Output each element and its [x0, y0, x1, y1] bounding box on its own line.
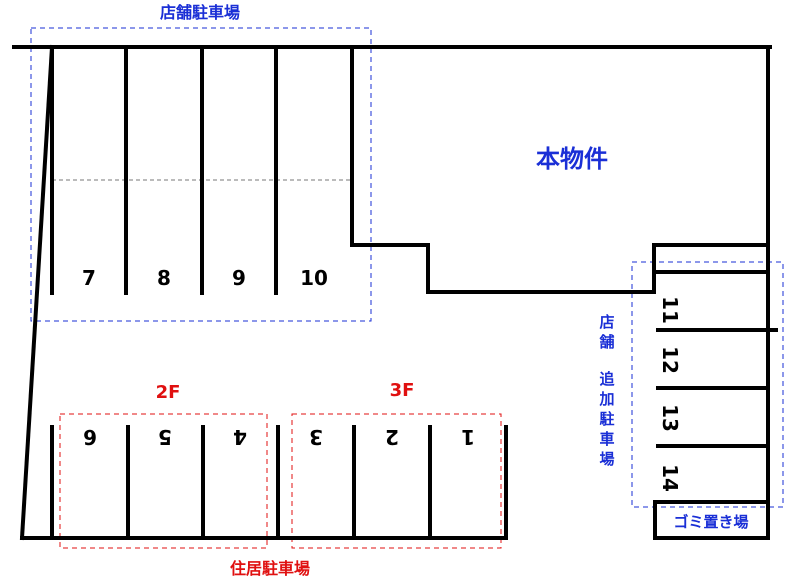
residential-parking-label: 住居駐車場 [230, 559, 310, 578]
vertical-label-char: 駐 [599, 410, 614, 428]
vertical-label-char: 車 [599, 430, 614, 448]
space-number-2: 2 [385, 425, 399, 449]
floor-2f-label: 2F [156, 382, 181, 403]
space-number-1: 1 [461, 425, 475, 449]
additional-parking-label-store: 店舗 [598, 313, 614, 351]
vertical-label-char: 店 [599, 313, 614, 331]
store-parking-label: 店舗駐車場 [160, 3, 240, 22]
space-number-11: 11 [658, 296, 682, 324]
space-number-6: 6 [83, 425, 97, 449]
space-number-7: 7 [82, 266, 96, 290]
diagonal-wall [19, 44, 55, 541]
space-number-13: 13 [658, 404, 682, 432]
vertical-label-char: 場 [599, 450, 614, 468]
space-number-10: 10 [300, 266, 328, 290]
space-number-4: 4 [233, 425, 247, 449]
space-number-5: 5 [158, 425, 172, 449]
space-number-8: 8 [157, 266, 171, 290]
space-number-12: 12 [658, 346, 682, 374]
vertical-label-char: 舗 [598, 333, 614, 351]
residential-2f-zone [59, 413, 268, 549]
vertical-label-char: 加 [598, 390, 614, 408]
vertical-label-char: 追 [599, 370, 614, 388]
space-number-14: 14 [658, 464, 682, 492]
additional-parking-zone [631, 261, 784, 508]
building-label: 本物件 [536, 145, 608, 173]
store-parking-zone [30, 27, 372, 322]
building-outline [350, 45, 770, 294]
space-number-3: 3 [309, 425, 323, 449]
space-number-9: 9 [232, 266, 246, 290]
floor-3f-label: 3F [390, 380, 415, 401]
garbage-area [653, 500, 770, 540]
garbage-label: ゴミ置き場 [673, 513, 748, 531]
